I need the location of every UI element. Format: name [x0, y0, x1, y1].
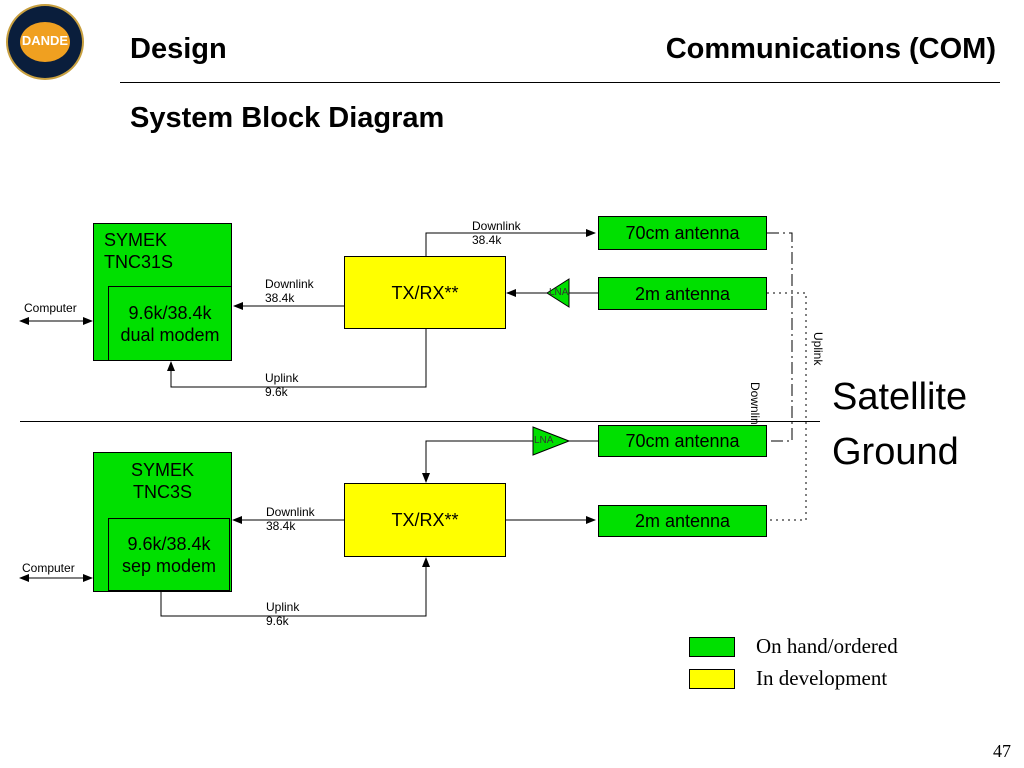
legend-swatch-on-hand — [689, 637, 735, 657]
slide-topic: Communications (COM) — [665, 33, 996, 65]
sat-uplink-tnc — [167, 329, 427, 388]
legend-swatch-in-development — [689, 669, 735, 689]
sat-uplink-tnc-label: Uplink 9.6k — [265, 371, 299, 399]
gnd-tnc-label: SYMEK TNC3S — [130, 460, 195, 502]
satellite-label: Satellite — [832, 376, 968, 418]
logo-emblem — [20, 22, 70, 62]
section-title: Design — [130, 33, 227, 65]
gnd-70cm-antenna: 70cm antenna — [598, 425, 767, 457]
logo-text: DANDE — [21, 33, 69, 48]
sat-70cm-antenna: 70cm antenna — [598, 216, 767, 250]
sat-downlink-antenna — [425, 229, 596, 256]
sat-2m-antenna: 2m antenna — [598, 277, 767, 310]
rf-uplink-path — [767, 292, 807, 521]
gnd-lna-icon — [532, 426, 571, 456]
gnd-2m-antenna: 2m antenna — [598, 505, 767, 537]
legend-label-on-hand: On hand/ordered — [756, 634, 898, 658]
ground-label: Ground — [832, 431, 959, 473]
gnd-uplink-tnc — [160, 557, 430, 617]
gnd-lna-label: LNA — [534, 435, 554, 446]
sat-downlink-tnc-label: Downlink 38.4k — [265, 277, 314, 305]
rf-downlink-path — [767, 232, 793, 442]
satellite-ground-divider — [20, 421, 820, 422]
downlink-vertical-label: Downlink — [748, 382, 762, 431]
gnd-modem-box: 9.6k/38.4k sep modem — [108, 518, 230, 591]
sat-computer-label: Computer — [24, 301, 77, 315]
page-number: 47 — [993, 741, 1011, 761]
legend-label-in-development: In development — [756, 666, 888, 690]
slide-subtitle: System Block Diagram — [130, 102, 445, 134]
sat-modem-box: 9.6k/38.4k dual modem — [108, 286, 232, 361]
gnd-downlink-tnc-label: Downlink 38.4k — [266, 505, 315, 533]
sat-downlink-antenna-label: Downlink 38.4k — [472, 219, 521, 247]
sat-lna-label: LNA — [549, 287, 569, 298]
gnd-txrx-box: TX/RX** — [344, 483, 506, 557]
sat-lna-icon — [546, 278, 570, 308]
sat-tnc-label: SYMEK TNC31S — [104, 230, 174, 272]
sat-txrx-box: TX/RX** — [344, 256, 506, 329]
mission-logo-icon: DANDE — [6, 4, 84, 80]
gnd-lna-to-txrx — [422, 440, 533, 483]
gnd-uplink-tnc-label: Uplink 9.6k — [266, 600, 300, 628]
uplink-vertical-label: Uplink — [811, 332, 825, 366]
header-rule — [120, 82, 1000, 83]
gnd-computer-label: Computer — [22, 561, 75, 575]
